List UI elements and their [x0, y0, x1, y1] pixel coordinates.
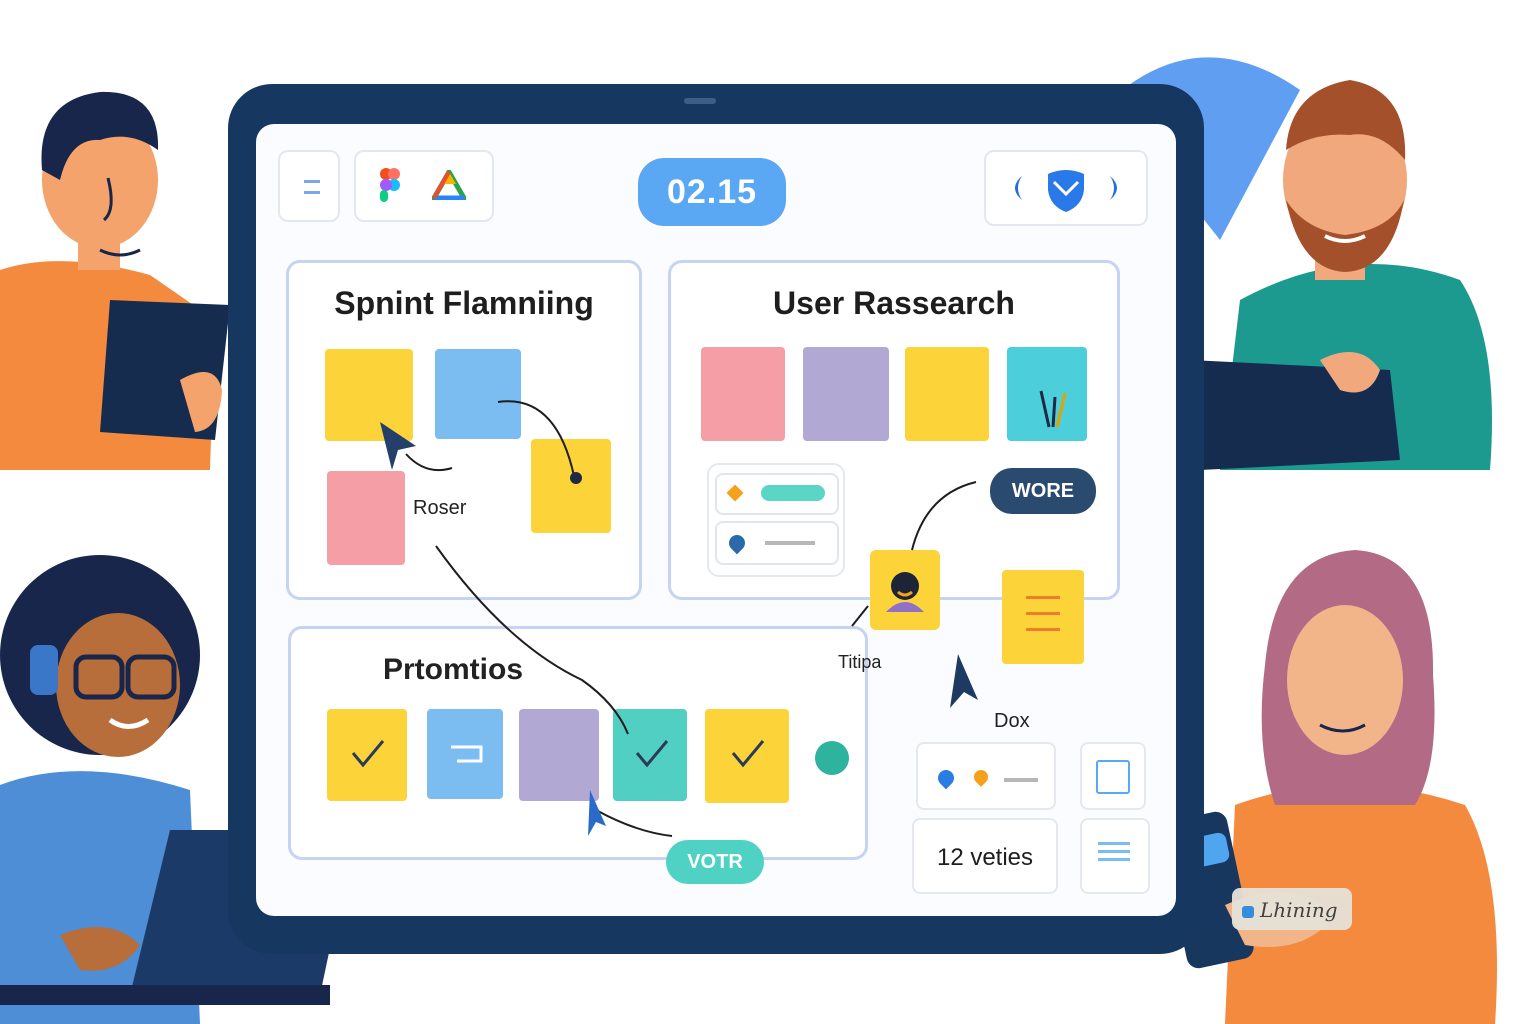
cursor-icon [588, 790, 606, 836]
connector-line [497, 400, 575, 477]
text-placeholder [1004, 778, 1038, 782]
priorities-panel: Prtomtios [288, 626, 868, 860]
cursor-label: Dox [994, 710, 1030, 732]
avatar-name-label: Titipa [838, 652, 882, 672]
menu-button[interactable] [278, 150, 340, 222]
panel-title: Prtomtios [383, 653, 524, 686]
whiteboard-screen: 02.15 Spnint Flamniing Roser User Rass [256, 124, 1176, 916]
document-card[interactable] [1080, 742, 1146, 810]
cursor-icon [380, 422, 416, 470]
text-line [1026, 596, 1060, 599]
list-item[interactable] [715, 473, 839, 515]
sticky-note[interactable] [327, 471, 405, 565]
connector-line [851, 605, 869, 627]
check-icon [635, 740, 669, 768]
doc-icon [1096, 760, 1130, 794]
sticky-note[interactable] [519, 709, 599, 801]
person-top-right [1100, 40, 1536, 510]
sticky-note[interactable] [701, 347, 785, 441]
drive-logo-icon[interactable] [432, 170, 466, 200]
panel-title: User Rassearch [773, 285, 1015, 321]
votes-count: 12 veties [936, 844, 1034, 871]
text-line [1026, 612, 1060, 615]
sticky-note[interactable] [435, 349, 521, 439]
sticky-note[interactable] [427, 709, 503, 799]
session-timer: 02.15 [638, 158, 786, 226]
tablet-camera [684, 98, 716, 104]
user-research-panel: User Rassearch [668, 260, 1120, 600]
sticky-note[interactable] [1002, 570, 1084, 664]
chevron-right-icon[interactable] [1106, 174, 1126, 202]
sticky-note[interactable] [803, 347, 889, 441]
text-line [1098, 850, 1130, 853]
tag-chip[interactable]: WORE [990, 468, 1096, 514]
notes-card[interactable] [1080, 818, 1150, 894]
text-line [1098, 858, 1130, 861]
sticky-note[interactable] [905, 347, 989, 441]
phone-status-icon [1242, 906, 1254, 918]
collaborator-avatar[interactable] [870, 550, 940, 630]
figma-logo-icon[interactable] [378, 168, 402, 204]
connector-line [911, 481, 977, 551]
vote-button[interactable]: VOTR [666, 840, 764, 884]
connector-end [570, 472, 582, 484]
collaborator-cursor-label: Roser [413, 497, 467, 519]
status-dot [815, 741, 849, 775]
text-line [1098, 842, 1130, 845]
phone-label-card: Lhining [1232, 888, 1352, 930]
shield-nav-icon[interactable] [1044, 166, 1088, 214]
person-top-left [0, 60, 240, 480]
connector-line [405, 453, 453, 472]
sticky-note-checked[interactable] [613, 709, 687, 801]
menu-icon [304, 180, 320, 194]
phone-label: Lhining [1260, 898, 1338, 922]
sticky-note[interactable] [531, 439, 611, 533]
icon-card[interactable] [916, 742, 1056, 810]
avatar-icon [886, 572, 924, 612]
sticky-note[interactable] [325, 349, 413, 441]
pens-icon [1039, 390, 1067, 428]
check-icon [731, 740, 765, 768]
sticky-note-checked[interactable] [327, 709, 407, 801]
list-widget[interactable] [707, 463, 845, 577]
votes-counter: 12 veties [912, 818, 1058, 894]
tablet-device: 02.15 Spnint Flamniing Roser User Rass [228, 84, 1204, 954]
list-item[interactable] [715, 521, 839, 565]
app-switcher[interactable] [354, 150, 494, 222]
panel-title: Spnint Flamniing [334, 285, 594, 321]
navigation-controls [984, 150, 1148, 226]
connector-line [595, 809, 673, 837]
connector-layer [380, 400, 978, 837]
tag-icon [451, 745, 483, 763]
check-icon [351, 740, 385, 768]
text-line [1026, 628, 1060, 631]
sprint-planning-panel: Spnint Flamniing Roser [286, 260, 642, 600]
sticky-note-checked[interactable] [705, 709, 789, 803]
progress-pill [761, 485, 825, 501]
person-bottom-right [1165, 545, 1536, 1024]
sticky-note[interactable] [1007, 347, 1087, 441]
chevron-left-icon[interactable] [1006, 174, 1026, 202]
connector-line [435, 545, 629, 735]
cursor-icon [950, 654, 978, 708]
text-placeholder [765, 541, 815, 545]
